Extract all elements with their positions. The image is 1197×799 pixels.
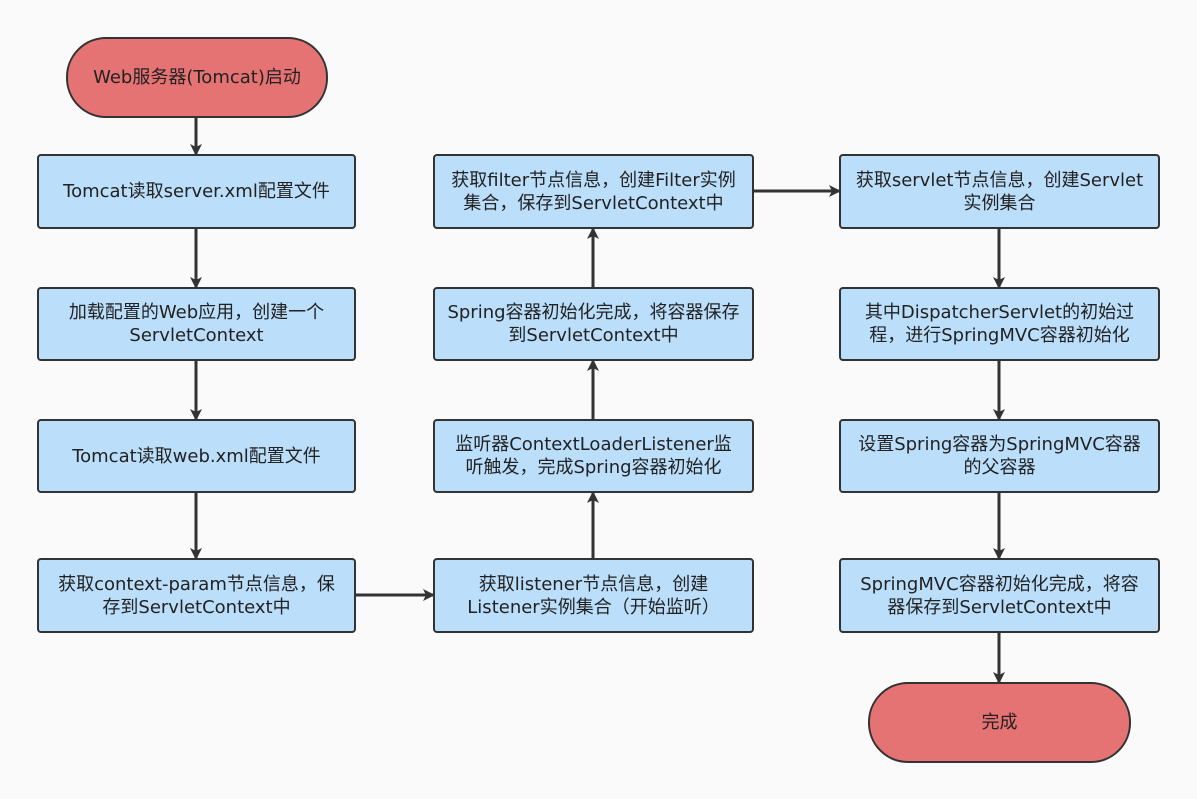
node-label: 获取listener节点信息，创建Listener实例集合（开始监听） [467, 573, 720, 618]
node-label: 加载配置的Web应用，创建一个ServletContext [68, 302, 325, 346]
node-springmvc-init-done: SpringMVC容器初始化完成，将容器保存到ServletContext中 [839, 558, 1160, 633]
node-label: 设置Spring容器为SpringMVC容器的父容器 [858, 434, 1141, 478]
node-label: Web服务器(Tomcat)启动 [93, 67, 301, 88]
node-tomcat-read-web-xml: Tomcat读取web.xml配置文件 [37, 419, 356, 493]
node-label: Spring容器初始化完成，将容器保存到ServletContext中 [447, 302, 740, 346]
node-web-server-start: Web服务器(Tomcat)启动 [66, 37, 328, 118]
node-label: Tomcat读取web.xml配置文件 [72, 445, 321, 467]
node-label: SpringMVC容器初始化完成，将容器保存到ServletContext中 [860, 573, 1139, 618]
node-label: 监听器ContextLoaderListener监听触发，完成Spring容器初… [455, 434, 732, 478]
node-label: 获取filter节点信息，创建Filter实例集合，保存到ServletCont… [451, 169, 736, 214]
node-listener: 获取listener节点信息，创建Listener实例集合（开始监听） [433, 558, 754, 633]
node-label: 获取servlet节点信息，创建Servlet实例集合 [855, 169, 1144, 214]
node-spring-init-done: Spring容器初始化完成，将容器保存到ServletContext中 [433, 287, 754, 361]
node-label: 获取context-param节点信息，保存到ServletContext中 [58, 573, 335, 618]
node-complete: 完成 [868, 682, 1131, 763]
node-servlet: 获取servlet节点信息，创建Servlet实例集合 [839, 154, 1160, 229]
node-load-web-app: 加载配置的Web应用，创建一个ServletContext [37, 287, 356, 361]
node-filter: 获取filter节点信息，创建Filter实例集合，保存到ServletCont… [433, 154, 754, 229]
node-context-loader-listener: 监听器ContextLoaderListener监听触发，完成Spring容器初… [433, 419, 754, 493]
node-label: 完成 [981, 712, 1018, 733]
node-context-param: 获取context-param节点信息，保存到ServletContext中 [37, 558, 356, 633]
node-label: 其中DispatcherServlet的初始过程，进行SpringMVC容器初始… [864, 302, 1135, 346]
node-set-parent-container: 设置Spring容器为SpringMVC容器的父容器 [839, 419, 1160, 493]
node-dispatcher-servlet: 其中DispatcherServlet的初始过程，进行SpringMVC容器初始… [839, 287, 1160, 361]
node-tomcat-read-server-xml: Tomcat读取server.xml配置文件 [37, 154, 356, 229]
node-label: Tomcat读取server.xml配置文件 [63, 181, 330, 202]
